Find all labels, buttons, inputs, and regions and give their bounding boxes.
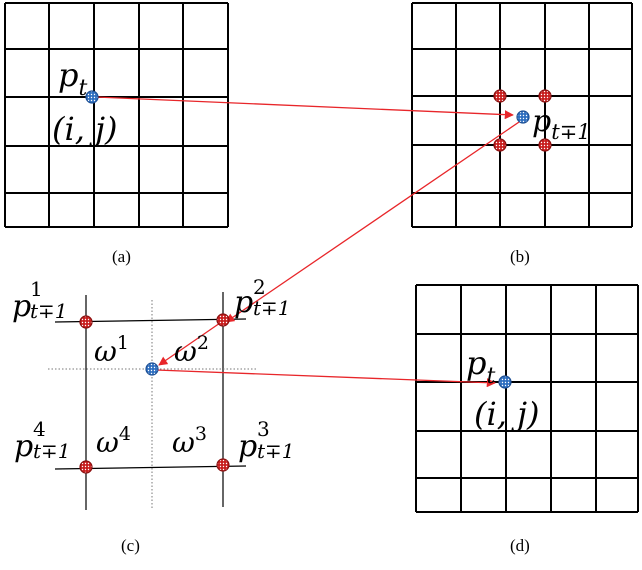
points bbox=[79, 89, 552, 474]
caption-c: (c) bbox=[121, 536, 140, 555]
label-omega4: ω4 bbox=[96, 423, 131, 459]
arrow-to-sample bbox=[158, 322, 221, 366]
label-omega1: ω1 bbox=[94, 332, 129, 368]
label-p-t-d: pt bbox=[466, 344, 495, 389]
arrow-c-to-d bbox=[155, 369, 496, 388]
label-p-t-a: pt bbox=[58, 56, 87, 101]
red-dotted-circle-icon bbox=[216, 458, 230, 472]
grid-b bbox=[411, 2, 633, 228]
grid-a bbox=[4, 2, 229, 228]
label-omega3: ω3 bbox=[172, 423, 207, 459]
label-p-tmp-b: pt∓1 bbox=[532, 104, 591, 144]
red-dotted-circle-icon bbox=[493, 138, 507, 152]
blue-dotted-circle-icon bbox=[145, 362, 159, 376]
red-dotted-circle-icon bbox=[79, 315, 93, 329]
blue-dotted-circle-icon bbox=[516, 110, 530, 124]
red-dotted-circle-icon bbox=[79, 460, 93, 474]
red-dotted-circle-icon bbox=[538, 138, 552, 152]
grid-d bbox=[415, 284, 639, 513]
label-ij-d: (i, j) bbox=[474, 395, 539, 433]
caption-b: (b) bbox=[510, 247, 530, 266]
red-dotted-circle-icon bbox=[493, 89, 507, 103]
caption-a: (a) bbox=[112, 247, 131, 266]
blue-dotted-circle-icon bbox=[498, 375, 512, 389]
arrow-a-to-b bbox=[95, 96, 514, 120]
red-dotted-circle-icon bbox=[216, 313, 230, 327]
arrows bbox=[95, 96, 523, 388]
caption-d: (d) bbox=[510, 536, 530, 555]
label-omega2: ω2 bbox=[174, 332, 209, 368]
red-dotted-circle-icon bbox=[538, 89, 552, 103]
arrow-b-to-c bbox=[225, 119, 523, 323]
label-ij-a: (i, j) bbox=[52, 110, 117, 148]
interpolation-guides bbox=[48, 300, 258, 510]
blue-dotted-circle-icon bbox=[85, 90, 99, 104]
